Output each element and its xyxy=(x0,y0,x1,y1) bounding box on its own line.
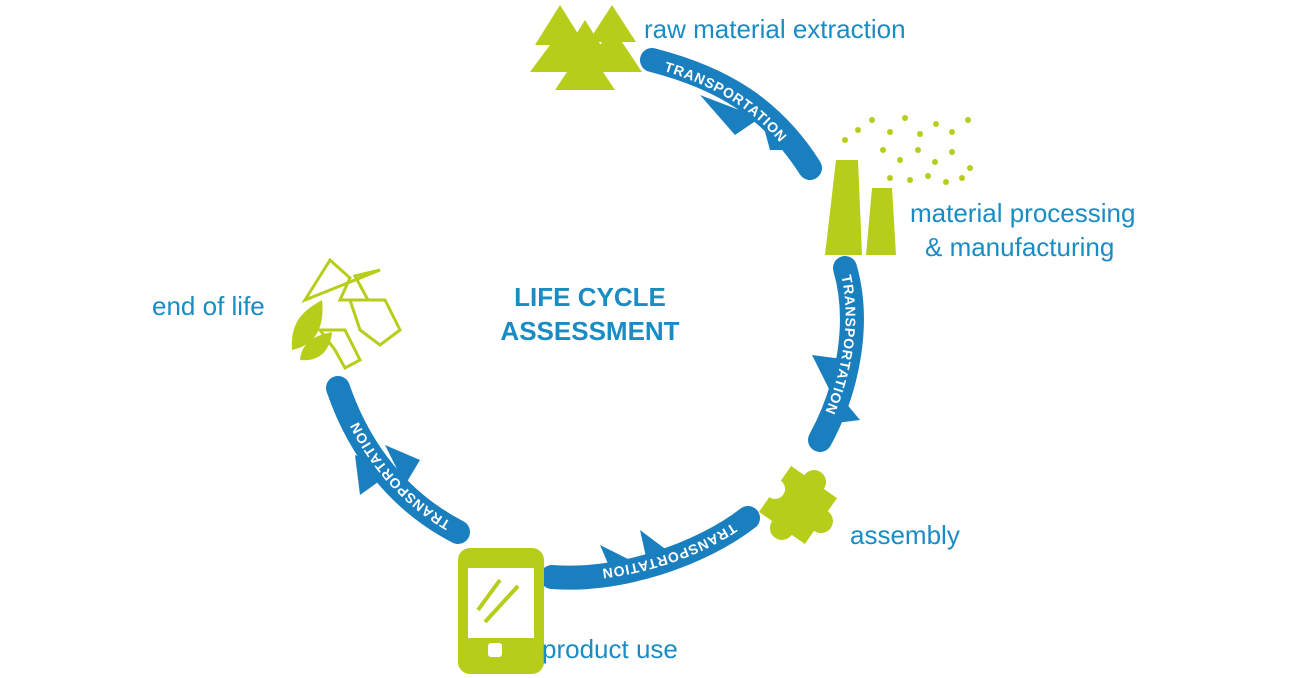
title-line-1: LIFE CYCLE xyxy=(514,282,666,312)
factory-icon xyxy=(825,115,973,255)
stage-label-assembly: assembly xyxy=(850,520,960,550)
stage-label-end-of-life: end of life xyxy=(152,291,265,321)
transport-band-2: TRANSPORTATION xyxy=(808,256,864,452)
diagram-title: LIFE CYCLE ASSESSMENT xyxy=(470,280,710,348)
title-line-2: ASSESSMENT xyxy=(500,316,680,346)
smoke-dots xyxy=(842,115,973,185)
transport-band-1: TRANSPORTATION xyxy=(640,48,822,180)
stage-label-raw: raw material extraction xyxy=(644,14,906,44)
leaf-icon xyxy=(291,300,332,361)
transport-band-4: TRANSPORTATION xyxy=(326,376,470,544)
smartphone-icon xyxy=(458,548,544,674)
transport-label-3: TRANSPORTATION xyxy=(601,520,740,582)
recycle-icon xyxy=(301,257,402,371)
puzzle-icon xyxy=(759,466,837,544)
transport-band-3: TRANSPORTATION xyxy=(540,506,760,590)
stage-label-processing-2: & manufacturing xyxy=(925,232,1115,262)
stage-label-product-use: product use xyxy=(542,634,678,664)
tree-icon xyxy=(530,5,642,90)
stage-label-processing-1: material processing xyxy=(910,198,1136,228)
